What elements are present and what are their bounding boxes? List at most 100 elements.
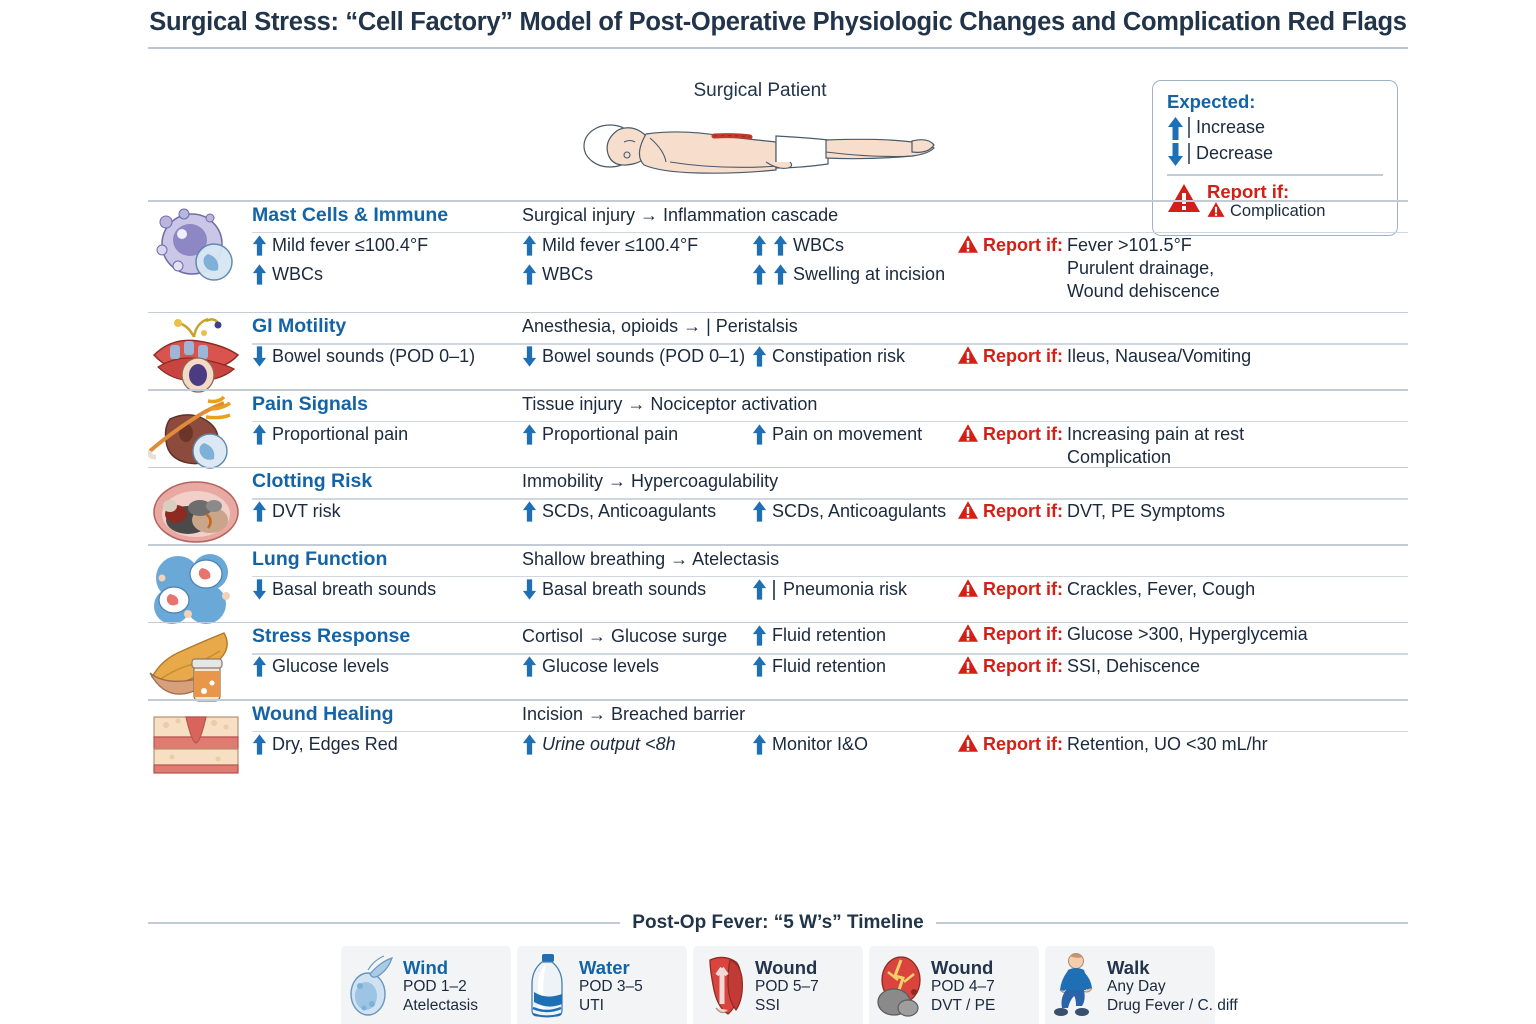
arrow-up-icon	[752, 655, 767, 678]
row-header-underline	[252, 231, 1408, 233]
wound-layers-icon	[148, 703, 248, 787]
timeline-card-days: POD 1–2	[403, 978, 467, 996]
system-title: Lung Function	[252, 547, 388, 570]
arrow-up-icon	[522, 263, 537, 286]
warning-triangle-icon	[957, 500, 979, 525]
metric-label: Proportional pain	[542, 423, 679, 444]
timeline-card-days: POD 5–7	[755, 978, 819, 996]
report-if-label: Report if:	[983, 624, 1063, 644]
metric-label: Dry, Edges Red	[272, 733, 398, 754]
report-if-group: Report if:Retention, UO <30 mL/hr	[957, 733, 1268, 758]
footer-rule-left	[148, 922, 621, 924]
warning-triangle-icon	[1167, 182, 1201, 219]
arrow-up-icon	[752, 345, 767, 368]
report-if-values: DVT, PE Symptoms	[1067, 500, 1225, 523]
metric-label: DVT risk	[272, 501, 341, 521]
legend-complication-row: Complication	[1207, 201, 1325, 223]
report-if-label: Report if:	[983, 733, 1063, 754]
system-title: Clotting Risk	[252, 470, 373, 492]
arrow-up-double-icon	[752, 263, 788, 286]
arrow-up-icon	[752, 733, 767, 756]
surgical-patient-block: Surgical Patient	[560, 80, 960, 178]
supine-patient-illustration	[583, 124, 936, 174]
arrow-up-icon	[522, 423, 537, 446]
arrow-up-icon	[522, 500, 537, 523]
metric-cell: Mild fever ≤100.4°F	[522, 234, 698, 257]
metric-label: Bowel sounds (POD 0–1)	[272, 346, 476, 366]
mechanism-text: Tissue injury → Nociceptor activation	[522, 393, 818, 414]
metric-label: Fluid retention	[772, 625, 887, 645]
title-block: Surgical Stress: “Cell Factory” Model of…	[148, 8, 1408, 49]
metric-cell: Pneumonia risk	[752, 578, 907, 601]
report-if-value: Increasing pain at rest	[1067, 423, 1245, 444]
metric-cell: Mild fever ≤100.4°F	[252, 234, 428, 257]
report-if-value: DVT, PE Symptoms	[1067, 501, 1226, 521]
nerve-pain-icon	[147, 393, 248, 477]
mechanism-text: Anesthesia, opioids → | Peristalsis	[522, 316, 798, 336]
system-title: Pain Signals	[252, 392, 368, 415]
walking-person-icon	[1050, 952, 1102, 1022]
timeline-card-cause: SSI	[755, 997, 780, 1015]
metric-cell: Urine output <8h	[522, 733, 676, 756]
metric-label: Pneumonia risk	[783, 578, 908, 599]
metric-cell: Fluid retention	[752, 655, 886, 678]
metric-label: Basal breath sounds	[542, 578, 707, 599]
arrow-up-double-icon	[752, 234, 788, 257]
metric-cell: SCDs, Anticoagulants	[752, 500, 946, 523]
timeline-card-cause: DVT / PE	[931, 997, 996, 1015]
report-if-values: Ileus, Nausea/Vomiting	[1067, 345, 1251, 368]
report-if-label: Report if:	[983, 234, 1063, 255]
arrow-up-icon	[752, 423, 767, 446]
warning-triangle-icon	[957, 423, 979, 448]
arrow-up-icon	[752, 624, 767, 647]
report-if-group: Report if:Ileus, Nausea/Vomiting	[957, 345, 1251, 370]
wound-tissue-icon	[698, 952, 750, 1022]
row-divider	[148, 699, 1408, 701]
row-body: Pain Signals Tissue injury → Nociceptor a…	[147, 391, 1408, 469]
legend-complication-label: Complication	[1230, 202, 1326, 221]
fever-timeline-title: Post-Op Fever: “5 W’s” Timeline	[632, 912, 924, 933]
metric-label: Constipation risk	[772, 346, 906, 366]
arrow-up-icon	[752, 578, 767, 601]
arrow-up-icon	[522, 234, 537, 257]
timeline-card-days: Any Day	[1107, 978, 1166, 996]
report-if-value: Complication	[1067, 446, 1172, 467]
arrow-up-icon	[522, 733, 537, 756]
warning-triangle-icon	[957, 234, 979, 259]
water-bottle-icon	[522, 952, 574, 1022]
divider-bar-icon	[773, 579, 775, 600]
metric-cell: DVT risk	[252, 500, 341, 523]
metric-cell: Fluid retention	[752, 624, 886, 647]
metric-label: Mild fever ≤100.4°F	[272, 234, 429, 255]
report-if-values: SSI, Dehiscence	[1067, 655, 1200, 678]
arrow-down-icon	[1167, 142, 1183, 166]
metric-cell: Bowel sounds (POD 0–1)	[252, 345, 475, 368]
mechanism-text: Immobility → Hypercoagulability	[522, 471, 779, 491]
metric-cell: Swelling at incision	[752, 263, 945, 286]
warning-triangle-icon	[957, 623, 979, 648]
metric-cell: Glucose levels	[522, 655, 659, 678]
row-header-underline	[252, 730, 1408, 732]
legend-divider-increase	[1188, 117, 1190, 138]
metric-label: SCDs, Anticoagulants	[772, 501, 947, 521]
